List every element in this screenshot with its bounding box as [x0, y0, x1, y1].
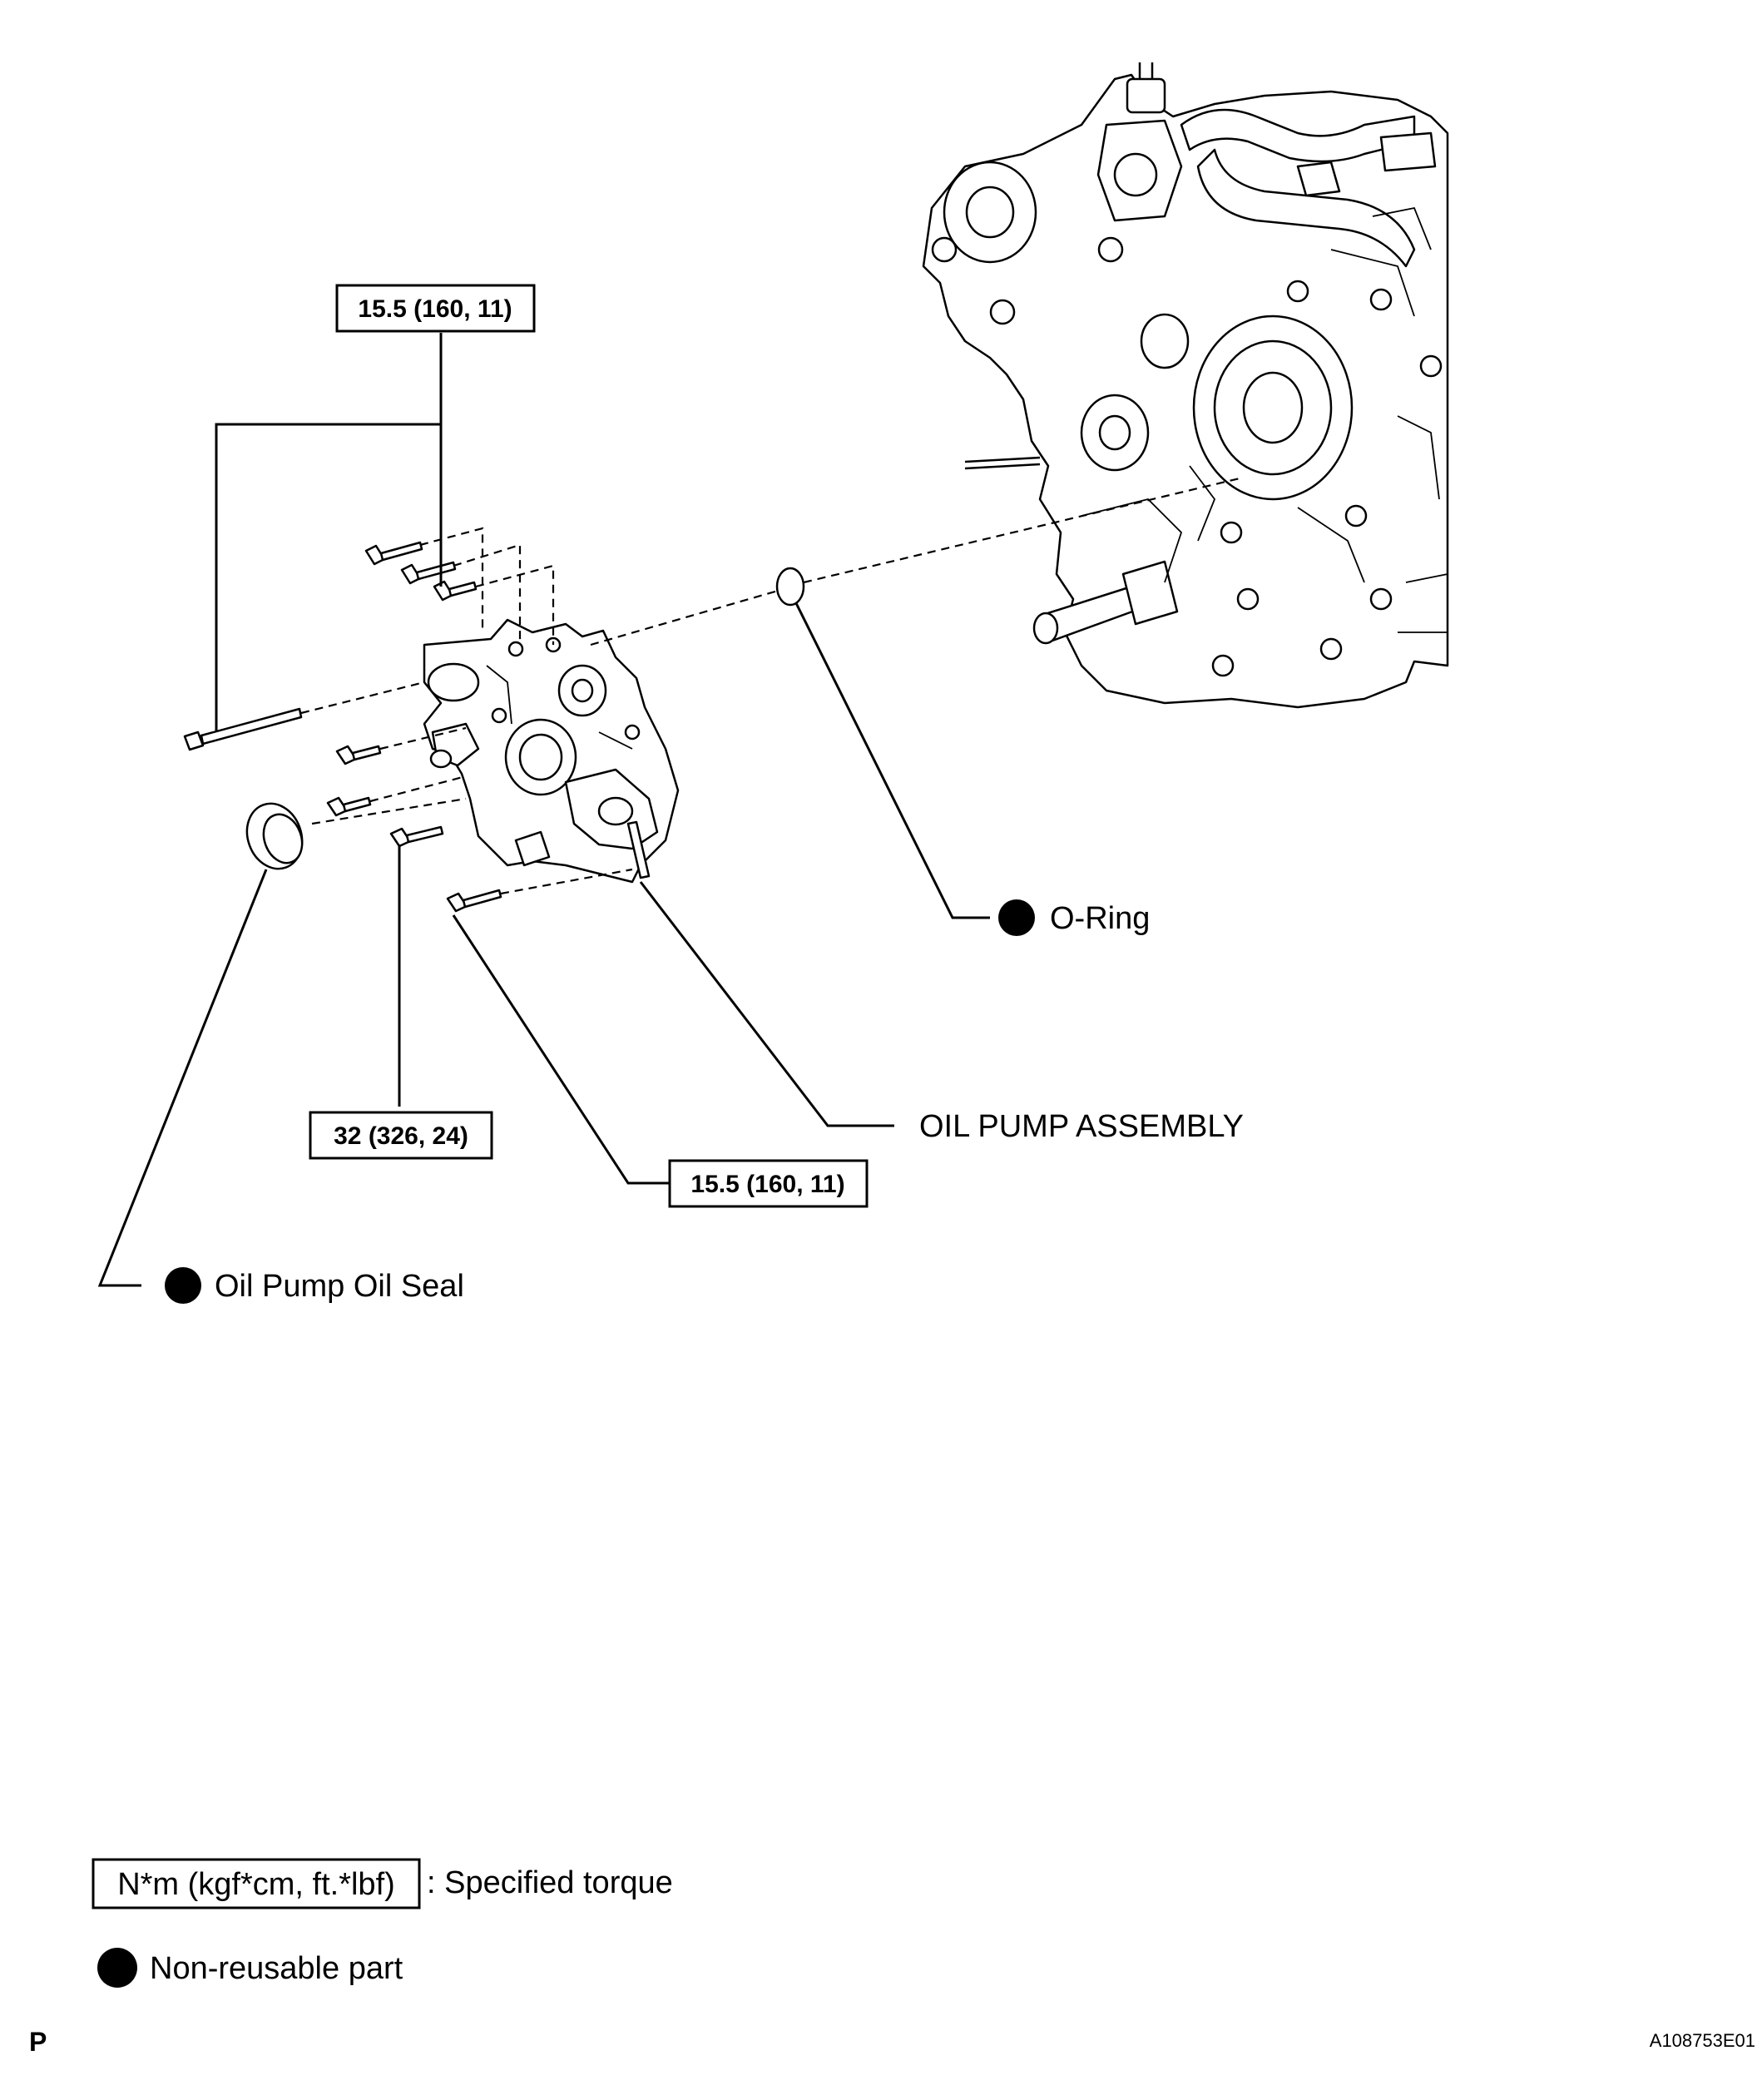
long-bolt: [183, 707, 303, 751]
figure-id: A108753E01: [1650, 2030, 1755, 2051]
torque-spec-top-text: 15.5 (160, 11): [358, 295, 512, 323]
legend-non-reusable-label: Non-reusable part: [150, 1951, 403, 1986]
o-ring-illustration: [775, 567, 805, 607]
footer-code: P: [29, 2027, 47, 2057]
torque-spec-bottom: 15.5 (160, 11): [668, 1159, 869, 1208]
oil-pump-illustration: [423, 618, 680, 884]
torque-spec-bottom-text: 15.5 (160, 11): [690, 1171, 844, 1198]
oil-pump-assembly-callout: OIL PUMP ASSEMBLY: [919, 1109, 1244, 1144]
non-reusable-marker-icon: [998, 899, 1035, 936]
alignment-lines: [300, 477, 1240, 895]
o-ring-label: O-Ring: [1050, 901, 1150, 936]
legend: N*m (kgf*cm, ft.*lbf) : Specified torque…: [92, 1858, 673, 1988]
bolt-group-lower: [326, 745, 502, 913]
legend-torque-desc: : Specified torque: [427, 1865, 673, 1900]
torque-spec-top: 15.5 (160, 11): [335, 284, 536, 333]
oil-pump-oil-seal-label: Oil Pump Oil Seal: [215, 1269, 464, 1304]
o-ring-callout: O-Ring: [998, 899, 1150, 936]
leader-lines: [97, 333, 990, 1287]
torque-spec-mid: 32 (326, 24): [309, 1111, 493, 1160]
torque-spec-mid-text: 32 (326, 24): [334, 1122, 468, 1150]
non-reusable-marker-icon: [165, 1267, 201, 1304]
oil-pump-oil-seal-illustration: [245, 802, 304, 870]
oil-seal-callout: Oil Pump Oil Seal: [165, 1267, 464, 1304]
bolt-group-upper: [364, 541, 478, 602]
oil-pump-assembly-label: OIL PUMP ASSEMBLY: [919, 1109, 1244, 1144]
legend-torque-box-text: N*m (kgf*cm, ft.*lbf): [117, 1867, 395, 1902]
non-reusable-legend-icon: [97, 1948, 137, 1988]
engine-block-illustration: [922, 62, 1449, 709]
